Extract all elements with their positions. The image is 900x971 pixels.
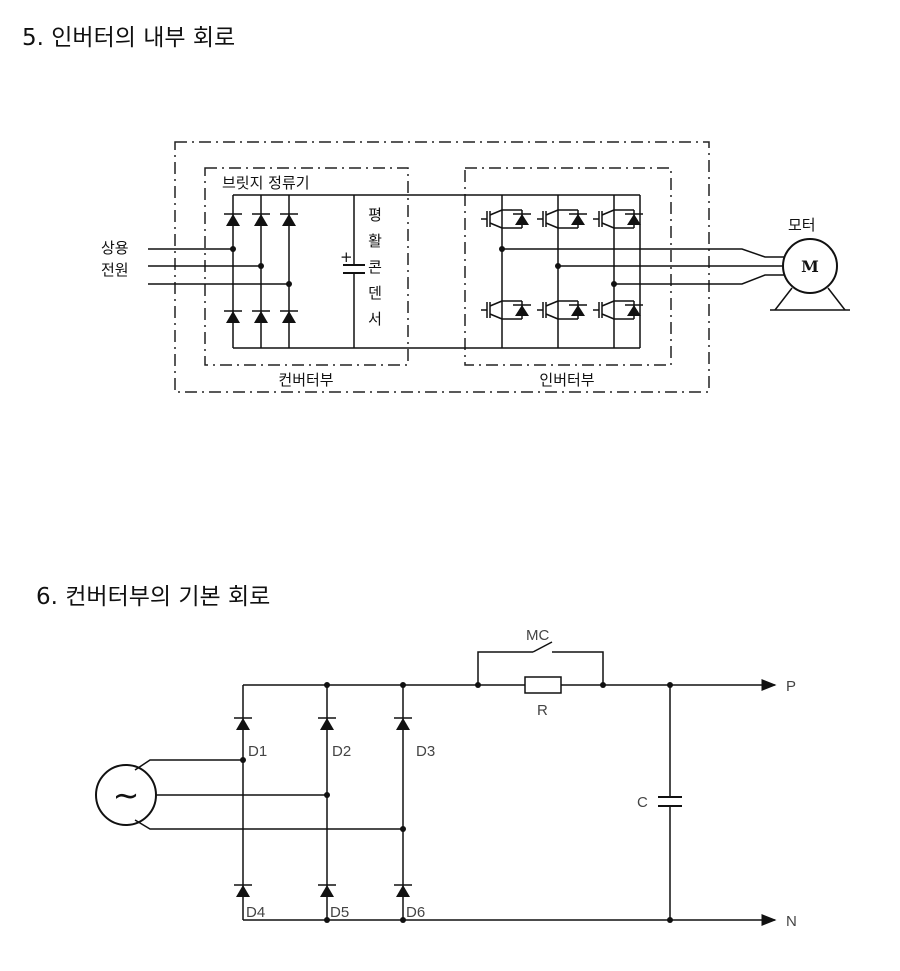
- capacitor-c: [658, 685, 682, 920]
- section-5-heading: 5. 인버터의 내부 회로: [22, 25, 236, 51]
- igbt-switch: [593, 209, 643, 229]
- source-label-bottom: 전원: [101, 261, 129, 279]
- c-label: C: [637, 794, 648, 811]
- igbt-switch: [537, 209, 587, 229]
- capacitor-label-char: 평: [368, 206, 382, 224]
- rectifier-diode: [280, 310, 298, 323]
- igbt-switch: [481, 300, 531, 320]
- capacitor-label-char: 활: [368, 232, 382, 250]
- mc-contactor: [475, 641, 606, 688]
- capacitor-label-char: 서: [368, 310, 382, 328]
- d5-label: D5: [330, 904, 349, 921]
- capacitor-label-char: 콘: [368, 258, 382, 276]
- igbt-inverter-bridge: [481, 195, 643, 348]
- ac-input-lines: [148, 246, 292, 287]
- p-label: P: [786, 678, 796, 695]
- d3-label: D3: [416, 743, 435, 760]
- igbt-switch: [481, 209, 531, 229]
- igbt-switch: [593, 300, 643, 320]
- igbt-switch: [537, 300, 587, 320]
- d2-label: D2: [332, 743, 351, 760]
- diode-d5: [318, 884, 336, 897]
- rectifier-diode: [252, 213, 270, 226]
- motor-output-lines: [499, 246, 784, 287]
- ac-source-symbol: ~: [113, 776, 140, 814]
- section-6-heading: 6. 컨버터부의 기본 회로: [36, 584, 271, 610]
- diode-d4: [234, 884, 252, 897]
- d6-label: D6: [406, 904, 425, 921]
- mc-label: MC: [526, 627, 549, 644]
- inverter-section-box: [464, 167, 672, 366]
- d1-label: D1: [248, 743, 267, 760]
- diode-d1: [234, 717, 252, 730]
- diode-d3: [394, 717, 412, 730]
- rectifier-diode: [252, 310, 270, 323]
- inverter-outer-box: [174, 141, 710, 393]
- converter-section-label: 컨버터부: [278, 371, 333, 389]
- converter-circuit-diagram: [95, 641, 777, 926]
- motor-symbol: [770, 238, 850, 311]
- ac-source: [95, 757, 406, 832]
- diode-d2: [318, 717, 336, 730]
- bridge-rectifier: [224, 195, 298, 348]
- capacitor-plus-sign: +: [340, 248, 353, 266]
- capacitor-label-char: 덴: [368, 284, 382, 302]
- inverter-section-label: 인버터부: [539, 371, 594, 389]
- bridge-rectifier-label: 브릿지 정류기: [222, 174, 310, 192]
- inverter-circuit-diagram: [148, 141, 850, 393]
- diode-d6: [394, 884, 412, 897]
- resistor-r: [524, 676, 562, 694]
- r-label: R: [537, 702, 548, 719]
- n-label: N: [786, 913, 797, 930]
- motor-label: 모터: [788, 216, 816, 234]
- source-label-top: 상용: [101, 239, 129, 257]
- rectifier-diode: [280, 213, 298, 226]
- rectifier-diode: [224, 213, 242, 226]
- motor-m-letter: M: [801, 257, 819, 276]
- d4-label: D4: [246, 904, 265, 921]
- rectifier-diode: [224, 310, 242, 323]
- smoothing-capacitor: [343, 195, 365, 348]
